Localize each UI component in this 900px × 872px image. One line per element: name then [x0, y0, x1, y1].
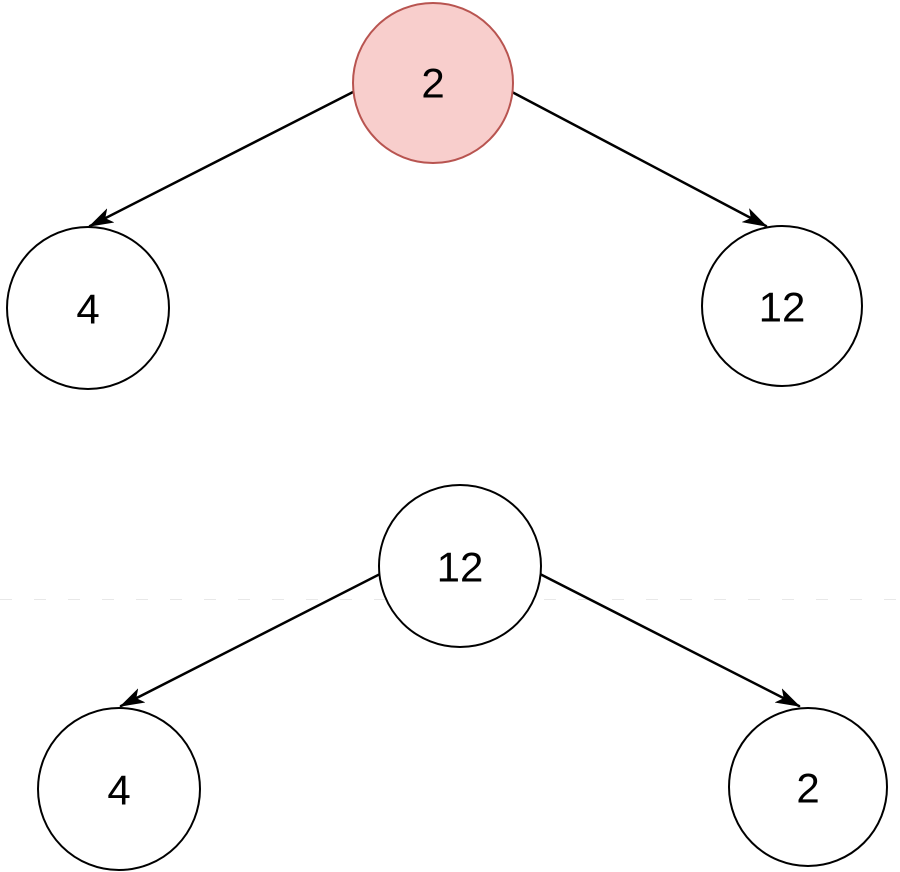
node-circle-bottom-right — [728, 707, 888, 867]
edge-bottom-root-to-left — [121, 570, 386, 708]
node-label-bottom-right: 2 — [796, 765, 819, 812]
node-circle-bottom-left — [37, 707, 201, 871]
node-label-top-root: 2 — [421, 60, 444, 107]
node-circle-bottom-root — [378, 484, 542, 648]
node-label-bottom-left: 4 — [107, 767, 130, 814]
node-label-top-right: 12 — [759, 284, 806, 331]
node-circle-top-left — [6, 226, 170, 390]
tree-top: 2 4 12 — [6, 2, 863, 390]
edge-bottom-root-to-right — [536, 571, 799, 708]
tree-bottom: 12 4 2 — [37, 484, 888, 871]
node-circle-top-right — [701, 225, 863, 387]
edge-top-root-to-left — [90, 89, 357, 228]
edge-top-root-to-right — [510, 90, 766, 228]
node-label-bottom-root: 12 — [437, 544, 484, 591]
node-label-top-left: 4 — [76, 286, 99, 333]
node-circle-top-root-highlighted — [352, 2, 514, 164]
